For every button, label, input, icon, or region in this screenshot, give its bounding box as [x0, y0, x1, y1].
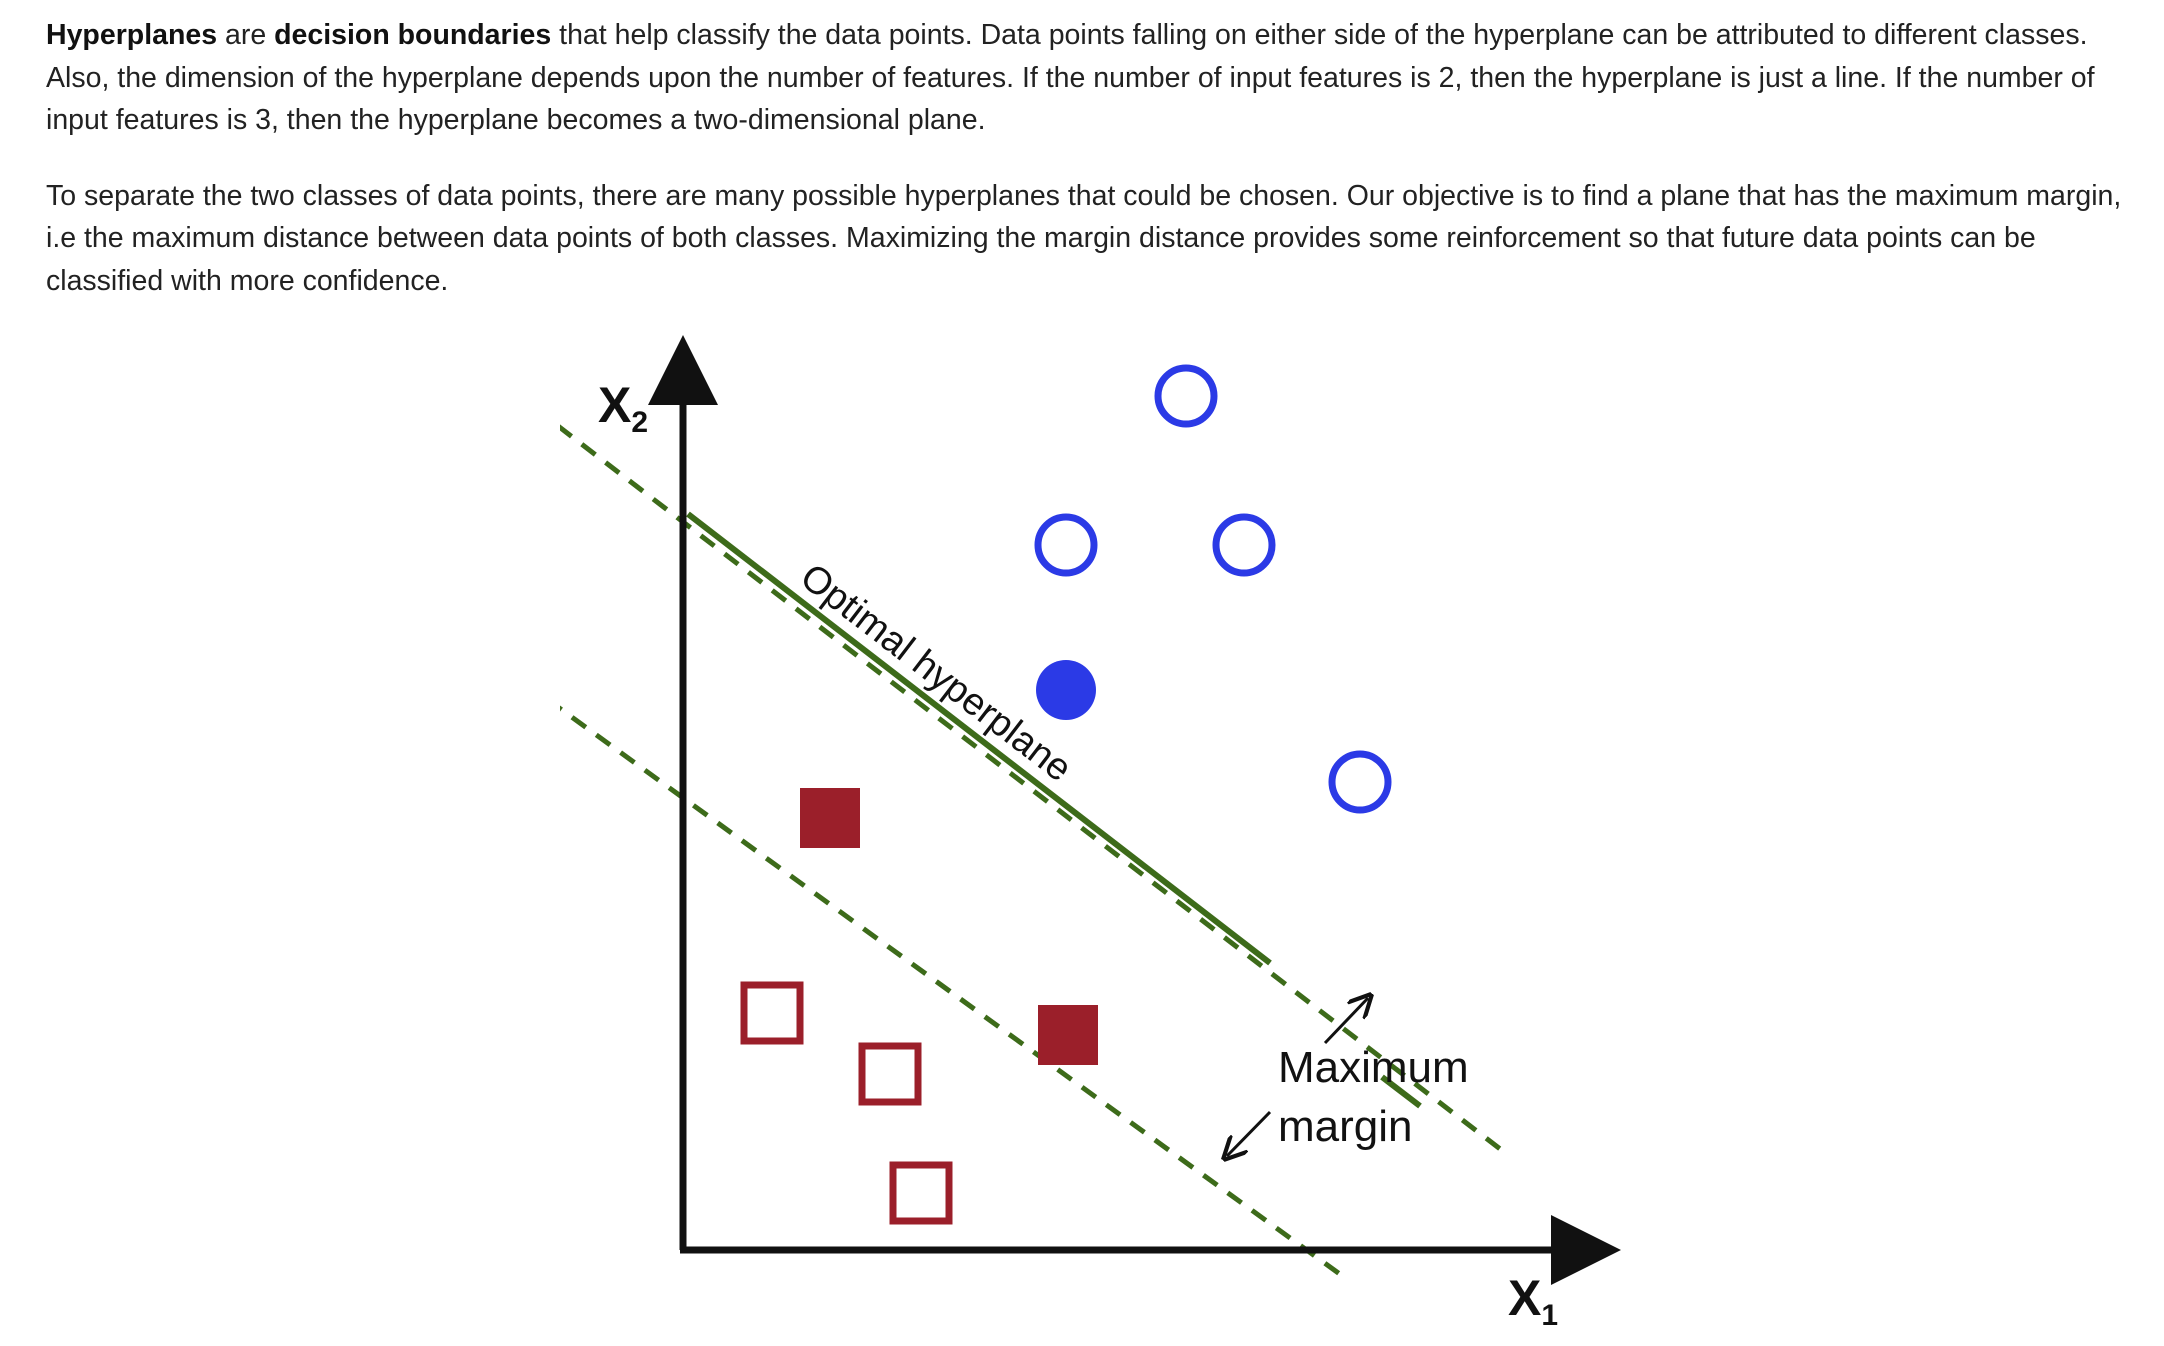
diagram-svg: X2 X1 Optimal hyperplane Maximum margin: [560, 335, 1621, 1332]
optimal-hyperplane-line: [686, 511, 1272, 966]
class-b-point: [740, 981, 804, 1045]
article: Hyperplanes are decision boundaries that…: [46, 14, 2146, 302]
y-axis-label: X2: [598, 377, 648, 439]
class-b-point: [858, 1042, 922, 1106]
optimal-hyperplane-line-tail: [1380, 1074, 1422, 1109]
paragraph-text: that help classify the data points. Data…: [46, 19, 2095, 136]
upper-margin-line: [560, 424, 1510, 1157]
x-axis-label: X1: [1508, 1270, 1558, 1332]
class-b-support-vector: [1038, 1005, 1098, 1065]
class-a-point: [1154, 364, 1218, 428]
class-a-point: [1212, 513, 1276, 577]
margin-arrow-up: [1323, 998, 1368, 1045]
margin-arrow-down: [1227, 1110, 1272, 1156]
paragraph-text: are: [217, 19, 275, 51]
class-a-point: [1034, 513, 1098, 577]
margin-label-line1: Maximum: [1278, 1043, 1469, 1092]
class-a-point: [1328, 750, 1392, 814]
class-a-support-vector: [1036, 660, 1096, 720]
lower-margin-line: [560, 705, 1350, 1283]
bold-term: Hyperplanes: [46, 19, 218, 51]
paragraph-margin: To separate the two classes of data poin…: [46, 179, 2122, 297]
class-b-point: [889, 1161, 953, 1225]
hyperplane-label: Optimal hyperplane: [793, 556, 1080, 790]
bold-term: decision boundaries: [274, 19, 552, 51]
class-b-support-vector: [800, 788, 860, 848]
margin-label-line2: margin: [1278, 1102, 1413, 1151]
paragraph-hyperplanes: Hyperplanes are decision boundaries that…: [46, 14, 2146, 142]
svm-hyperplane-diagram: X2 X1 Optimal hyperplane Maximum margin: [560, 330, 1640, 1346]
